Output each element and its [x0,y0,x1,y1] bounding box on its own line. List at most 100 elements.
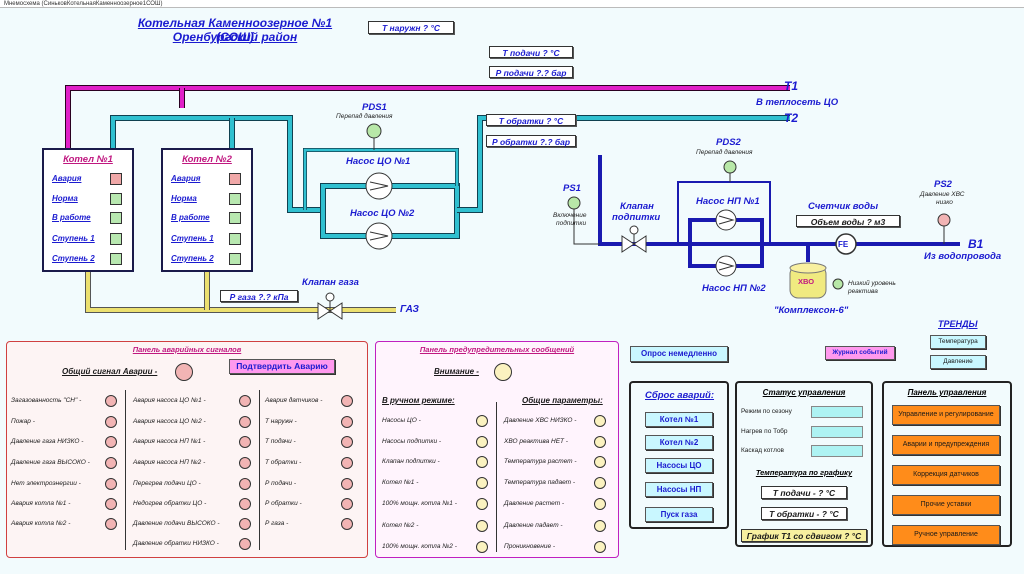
cascade-mode-field [811,445,863,457]
trend-pressure-button[interactable]: Давление [930,355,986,369]
pump-co-2-label: Насос ЦО №2 [350,208,415,219]
boiler-2-row-alarm: Авария [171,174,201,183]
status-panel-title: Статус управления [762,388,846,397]
season-mode-field [811,406,863,418]
gas-valve-icon [317,292,343,320]
page-subtitle: Оренбургский район [172,30,298,44]
pds2-desc: Перепад давления [696,149,753,156]
confirm-alarm-button[interactable]: Подтвердить Аварию [229,359,335,374]
manual-row: Насосы ЦО - [382,417,421,424]
page-title: Котельная Каменноозерное №1 (СОШ) [137,16,333,44]
common-row: Давление растет - [504,500,565,507]
manual-row: 100% мощн. котла №1 - [382,500,457,507]
boiler-2-stage2-indicator [229,253,241,265]
alarm-col1-row: Давление газа ВЫСОКО - [11,459,90,466]
boiler-1-row-normal: Норма [52,194,78,203]
alarm-indicator [341,416,353,428]
graph-shift-readout: График Т1 со сдвигом ? °С [741,529,867,542]
alarm-col3-row: Р обратки - [265,500,302,507]
hvo-tank-icon [789,262,844,299]
alarm-indicator [239,416,251,428]
alarm-indicator [239,457,251,469]
other-settings-button[interactable]: Прочие уставки [892,495,1000,515]
alarm-indicator [105,498,117,510]
alarm-indicator [105,457,117,469]
pds2-indicator [723,160,737,174]
boiler-1-row-alarm: Авария [52,174,82,183]
t1-label: Т1 [784,79,799,93]
graph-supply-temp: Т подачи - ? °С [761,486,847,499]
warning-indicator [476,498,488,510]
makeup-valve-icon [621,225,647,253]
fe-label: FE [838,240,849,249]
pump-co-1-icon [365,172,393,200]
warning-panel: Панель предупредительных сообщений Внима… [375,341,619,558]
alarm-col1-row: Давление газа НИЗКО - [11,438,84,445]
alarm-col1-row: Нет электроэнергии - [11,480,81,487]
boiler-2-alarm-indicator [229,173,241,185]
alarm-indicator [105,416,117,428]
trend-temperature-button[interactable]: Температура [930,335,986,349]
alarm-indicator [239,518,251,530]
alarm-col2-row: Давление обратки НИЗКО - [133,540,219,547]
warning-indicator [594,415,606,427]
general-alarm-indicator [175,363,193,381]
reset-boiler-1-button[interactable]: Котел №1 [645,412,713,427]
boiler-2-normal-indicator [229,193,241,205]
return-pressure-readout: Р обратки ?.? бар [486,135,576,147]
ps2-desc2: низко [936,199,953,206]
reset-pumps-co-button[interactable]: Насосы ЦО [645,458,713,473]
manual-row: Котел №1 - [382,479,419,486]
complexon-label: "Комплексон-6" [774,305,849,316]
alarm-col1-row: Авария котла №1 - [11,500,71,507]
alarm-indicator [341,518,353,530]
common-row: Температура падает - [504,479,576,486]
control-panel-title: Панель управления [907,388,987,397]
ps1-desc1: Включение [553,212,587,219]
b1-label: В1 [968,237,984,251]
status-row-heating: Нагрев по Тобр [741,428,788,435]
alarm-indicator [239,498,251,510]
attention-label: Внимание - [434,367,479,376]
boiler-1-title: Котел №1 [63,154,113,165]
pump-np-2-icon [715,255,737,277]
alarm-indicator [341,478,353,490]
sensor-correction-button[interactable]: Коррекция датчиков [892,465,1000,485]
warning-indicator [476,520,488,532]
pds1-desc: Перепад давления [336,113,393,120]
alarm-col1-row: Пожар - [11,418,35,425]
ps2-desc1: Давление ХВС [920,191,965,198]
boiler-2-stage1-indicator [229,233,241,245]
warning-indicator [476,456,488,468]
alarm-col3-row: Р подачи - [265,480,297,487]
start-gas-button[interactable]: Пуск газа [645,507,713,522]
pump-np-1-icon [715,209,737,231]
common-row: ХВО реактива НЕТ - [504,438,568,445]
manual-mode-title: В ручном режиме: [382,396,455,405]
reset-pumps-np-button[interactable]: Насосы НП [645,482,713,497]
common-row: Температура растет - [504,458,577,465]
alarms-warnings-button[interactable]: Аварии и предупреждения [892,435,1000,455]
pump-np-1-label: Насос НП №1 [696,196,760,207]
alarm-col3-row: Т наружн - [265,418,297,425]
poll-now-button[interactable]: Опрос немедленно [630,346,728,362]
boiler-2-working-indicator [229,212,241,224]
boiler-1-row-stage2: Ступень 2 [52,254,95,263]
boiler-2-row-stage1: Ступень 1 [171,234,214,243]
manual-row: Насосы подпитки - [382,438,442,445]
alarm-col1-row: Авария котла №2 - [11,520,71,527]
event-log-button[interactable]: Журнал событий [825,346,895,360]
column-divider [125,390,126,550]
manual-control-button[interactable]: Ручное управление [892,525,1000,545]
reset-boiler-2-button[interactable]: Котел №2 [645,435,713,450]
control-regulation-button[interactable]: Управление и регулирование [892,405,1000,425]
column-divider [259,390,260,550]
alarm-indicator [239,478,251,490]
flow-meter-icon [835,233,857,255]
ps1-label: PS1 [563,183,581,194]
attention-indicator [494,363,512,381]
boiler-2-panel: Котел №2 Авария Норма В работе Ступень 1… [161,148,253,272]
water-pipe [598,155,960,246]
alarm-indicator [341,395,353,407]
